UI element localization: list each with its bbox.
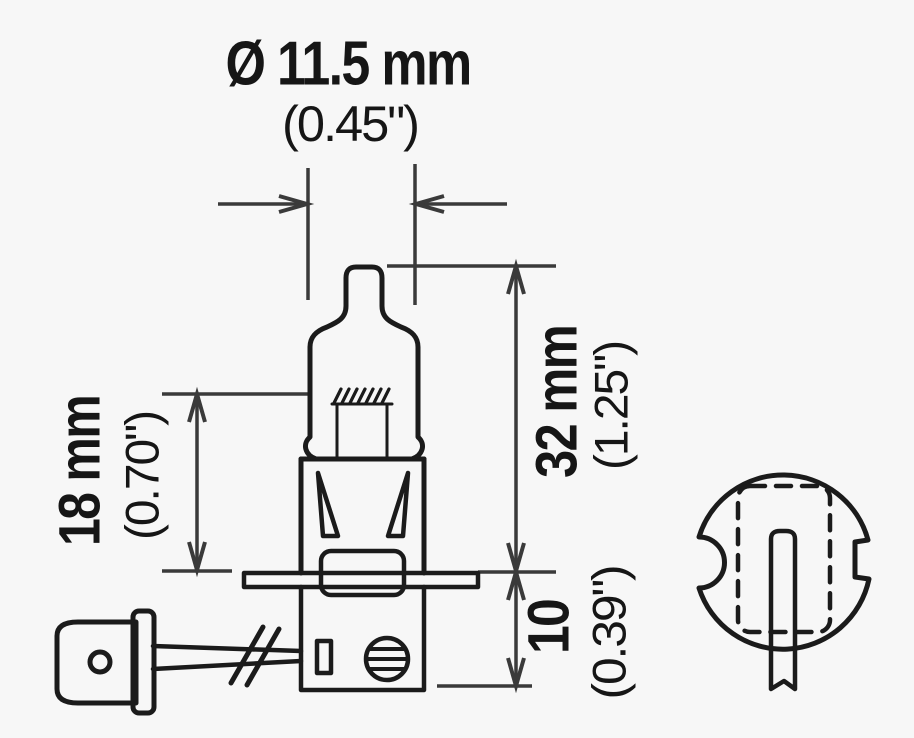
filament-hatch — [332, 387, 391, 405]
mounting-flange — [241, 570, 481, 590]
base-lower-outline — [298, 584, 427, 693]
bulb-base-upper — [298, 456, 427, 576]
base-depth-in-label: (0.39") — [583, 567, 636, 700]
glass-length-in-label: (0.70") — [116, 412, 169, 540]
base-slot — [314, 638, 334, 676]
overall-length-dimension-labels: 32 mm (1.25") — [525, 326, 638, 478]
glass-length-mm-label: 18 mm — [48, 396, 113, 546]
arrowhead-left-icon — [408, 194, 445, 214]
base-depth-dimension-labels: 10 (0.39") — [517, 567, 636, 700]
lead-wire — [150, 624, 304, 688]
glass-length-dimension-labels: 18 mm (0.70") — [48, 396, 169, 546]
terminal-body — [54, 619, 139, 706]
break-slash-2 — [244, 626, 282, 688]
arrowhead-right-icon — [278, 194, 315, 214]
arrowhead-down-icon — [187, 541, 207, 578]
diameter-in-label: (0.45") — [282, 96, 418, 152]
wire-bottom-edge — [150, 658, 304, 672]
bulb-base-lower — [298, 584, 427, 693]
bulb-side-view — [54, 264, 481, 716]
diameter-dimension-labels: Ø 11.5 mm (0.45") — [226, 30, 473, 153]
base-cutout-right — [385, 470, 411, 539]
glass-length-dimension-lines — [162, 386, 308, 578]
overall-length-mm-label: 32 mm — [525, 326, 590, 478]
overall-length-in-label: (1.25") — [585, 342, 638, 470]
base-cutout-left — [315, 470, 341, 539]
flange-circle-outline — [696, 472, 872, 652]
break-slash-1 — [228, 624, 266, 686]
arrowhead-up-icon — [187, 386, 207, 423]
diameter-mm-label: Ø 11.5 mm — [226, 30, 471, 99]
base-depth-mm-label: 10 — [517, 600, 582, 654]
keying-dashed-outline — [735, 483, 833, 635]
overall-length-dimension-lines — [387, 258, 556, 579]
arrowhead-up-icon — [506, 564, 526, 601]
filament — [330, 387, 394, 459]
wire-top-edge — [150, 643, 304, 654]
base-depth-dimension-lines — [437, 564, 532, 694]
center-blade — [768, 528, 798, 692]
terminal-hole — [87, 649, 113, 675]
spade-terminal — [54, 608, 157, 716]
bulb-rear-view — [696, 472, 872, 692]
diameter-dimension-lines — [218, 164, 507, 305]
glass-envelope-outline — [303, 264, 425, 462]
terminal-tab — [130, 608, 157, 716]
arrowhead-up-icon — [506, 258, 526, 295]
